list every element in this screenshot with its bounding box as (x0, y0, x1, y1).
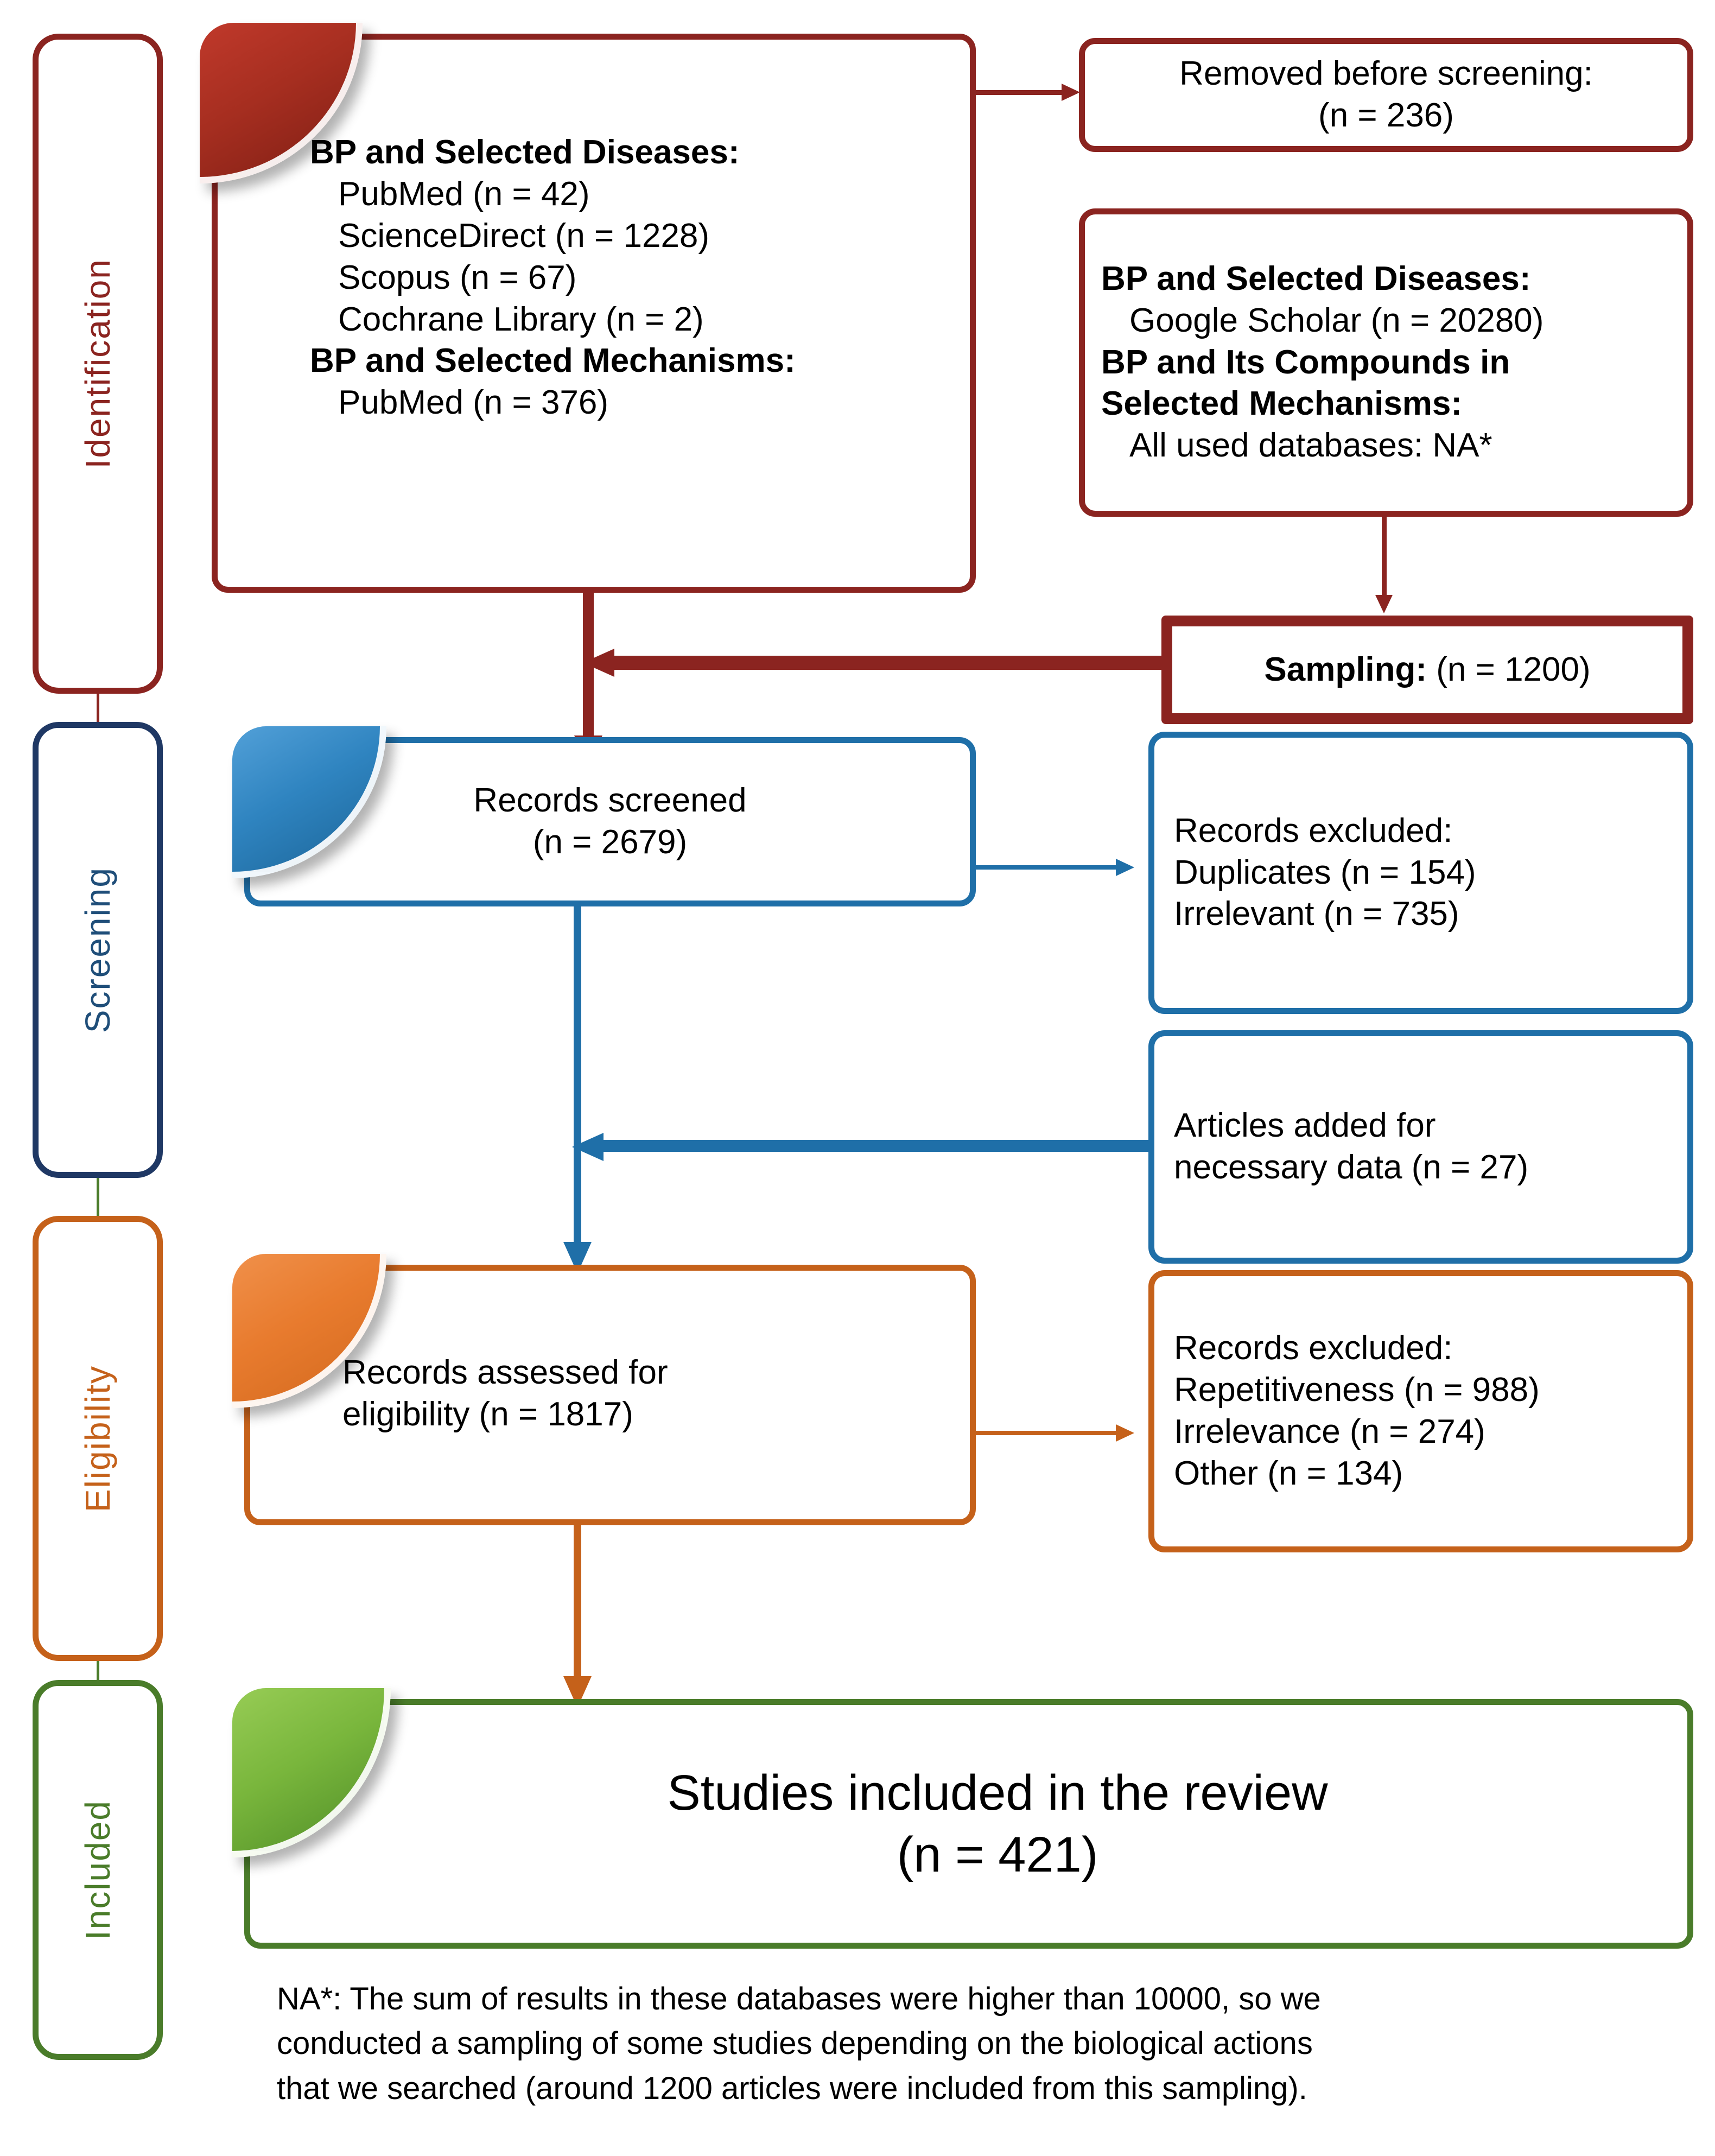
articles-added-box: Articles added for necessary data (n = 2… (1148, 1030, 1693, 1264)
rail-link-identification-screening (97, 694, 99, 744)
studies-included-line-1: Studies included in the review (667, 1765, 1328, 1821)
trunk-identification-to-screening-line (583, 593, 594, 742)
screening-excluded-heading: Records excluded: (1174, 811, 1453, 849)
records-screened-line-1: Records screened (473, 782, 747, 820)
screening-excluded-irrelevant: Irrelevant (n = 735) (1174, 895, 1459, 933)
articles-added-line-2: necessary data (n = 27) (1174, 1149, 1529, 1186)
arrow-screened-to-excluded-head (1116, 859, 1134, 876)
trunk-screening-to-eligibility-line (574, 906, 581, 1248)
phase-label-screening: Screening (33, 722, 163, 1178)
arrow-added-to-trunk-line (602, 1140, 1149, 1152)
footnote-line-3: that we searched (around 1200 articles w… (277, 2070, 1307, 2106)
scholar-line-all-databases: All used databases: NA* (1129, 427, 1492, 465)
arrow-scholar-to-sampling-head (1375, 595, 1393, 613)
arrow-sources-to-removed-head (1062, 84, 1080, 101)
screening-excluded-duplicates: Duplicates (n = 154) (1174, 853, 1476, 891)
records-assessed-line-1: Records assessed for (342, 1354, 668, 1391)
arrow-sampling-to-trunk-line (613, 656, 1163, 670)
scholar-heading-compounds-a: BP and Its Compounds in (1101, 343, 1510, 381)
sources-line-sciencedirect: ScienceDirect (n = 1228) (338, 217, 710, 255)
sources-heading-mechanisms: BP and Selected Mechanisms: (310, 342, 796, 380)
records-screened-line-2: (n = 2679) (532, 823, 688, 861)
footnote-line-2: conducted a sampling of some studies dep… (277, 2026, 1313, 2062)
scholar-heading-diseases: BP and Selected Diseases: (1101, 259, 1531, 297)
phase-label-screening-text: Screening (78, 866, 117, 1033)
arrow-scholar-to-sampling-line (1382, 517, 1387, 598)
sampling-value: (n = 1200) (1436, 650, 1591, 688)
scholar-line-google: Google Scholar (n = 20280) (1129, 301, 1544, 339)
identification-scholar-box: BP and Selected Diseases: Google Scholar… (1079, 208, 1693, 517)
footnote-line-1: NA*: The sum of results in these databas… (277, 1981, 1321, 2017)
arrow-assessed-to-excluded-head (1116, 1424, 1134, 1442)
phase-label-identification-text: Identification (78, 258, 117, 469)
screening-excluded-box: Records excluded: Duplicates (n = 154) I… (1148, 732, 1693, 1014)
sources-line-pubmed: PubMed (n = 42) (338, 175, 590, 213)
eligibility-excluded-heading: Records excluded: (1174, 1329, 1453, 1367)
rail-link-screening-eligibility (97, 1178, 99, 1228)
identification-sources-box: BP and Selected Diseases: PubMed (n = 42… (212, 34, 976, 593)
scholar-heading-compounds-b: Selected Mechanisms: (1101, 385, 1463, 423)
arrow-sources-to-removed-line (976, 90, 1065, 95)
sampling-label: Sampling: (1264, 650, 1427, 688)
phase-label-eligibility: Eligibility (33, 1216, 163, 1661)
removed-line-1: Removed before screening: (1179, 55, 1593, 93)
eligibility-excluded-repetitiveness: Repetitiveness (n = 988) (1174, 1371, 1540, 1409)
records-assessed-line-2: eligibility (n = 1817) (342, 1395, 633, 1433)
arrow-screened-to-excluded-line (976, 865, 1122, 870)
phase-label-eligibility-text: Eligibility (78, 1365, 117, 1512)
eligibility-excluded-other: Other (n = 134) (1174, 1454, 1403, 1492)
sources-line-pubmed-mechanisms: PubMed (n = 376) (338, 384, 609, 422)
phase-label-included-text: Included (78, 1800, 117, 1940)
trunk-eligibility-to-included-line (574, 1525, 581, 1683)
phase-label-identification: Identification (33, 34, 163, 694)
arrow-assessed-to-excluded-line (976, 1431, 1122, 1435)
footnote: NA*: The sum of results in these databas… (277, 1977, 1666, 2111)
removed-before-screening-box: Removed before screening: (n = 236) (1079, 38, 1693, 152)
phase-label-included: Included (33, 1680, 163, 2060)
eligibility-excluded-irrelevance: Irrelevance (n = 274) (1174, 1413, 1485, 1450)
sources-line-scopus: Scopus (n = 67) (338, 258, 577, 296)
sampling-box: Sampling: (n = 1200) (1161, 616, 1693, 724)
removed-line-2: (n = 236) (1318, 97, 1454, 134)
eligibility-excluded-box: Records excluded: Repetitiveness (n = 98… (1148, 1270, 1693, 1552)
sources-heading-diseases: BP and Selected Diseases: (310, 134, 740, 171)
articles-added-line-1: Articles added for (1174, 1107, 1436, 1145)
sources-line-cochrane: Cochrane Library (n = 2) (338, 300, 704, 338)
studies-included-box: Studies included in the review (n = 421) (244, 1699, 1693, 1949)
studies-included-line-2: (n = 421) (897, 1827, 1098, 1882)
